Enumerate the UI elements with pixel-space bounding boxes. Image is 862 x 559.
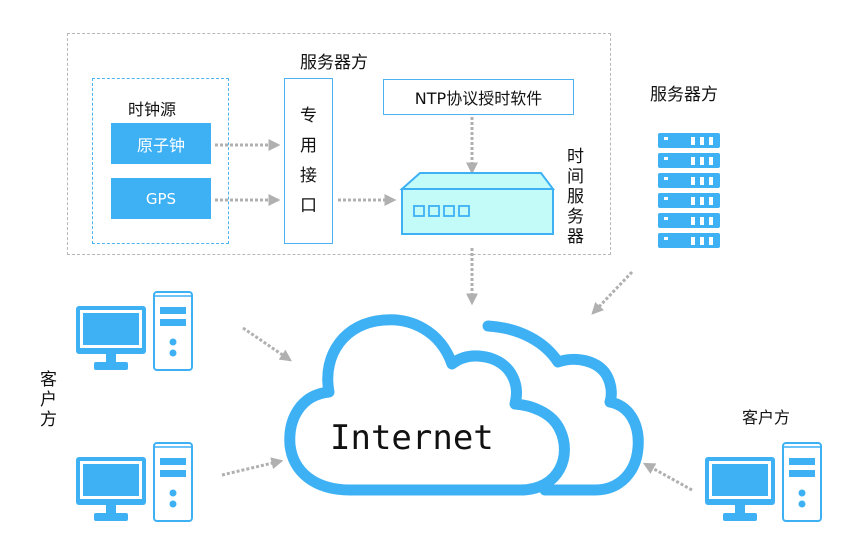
clock-source-zone (92, 78, 229, 244)
iface-char: 口 (300, 196, 317, 216)
rack-unit (658, 173, 720, 188)
rack-unit (658, 193, 720, 208)
iface-char: 专 (300, 106, 317, 126)
internet-label: Internet (330, 418, 494, 458)
arrow-remote-server-to-internet (591, 270, 634, 315)
right-client-label: 客户方 (742, 408, 791, 427)
client-char: 户 (40, 390, 57, 410)
ts-char: 器 (567, 227, 584, 247)
arrow-client1-to-internet (242, 326, 292, 362)
client-char: 客 (40, 370, 57, 390)
left-clients-label: 客 户 方 (40, 370, 57, 430)
atomic-clock-label: 原子钟 (136, 135, 185, 155)
ntp-software-label: NTP协议授时软件 (414, 89, 543, 108)
server-side-title: 服务器方 (300, 53, 368, 73)
client-computer-bottom-left (76, 442, 193, 522)
gps-box: GPS (111, 178, 211, 219)
dedicated-interface-box: 专 用 接 口 (284, 78, 333, 244)
time-server-label: 时 间 服 务 器 (567, 147, 584, 247)
iface-char: 用 (300, 136, 317, 156)
server-side-zone (67, 33, 611, 255)
ntp-software-box: NTP协议授时软件 (383, 79, 574, 115)
internet-cloud-icon (284, 314, 644, 496)
arrow-client2-to-internet (221, 457, 284, 477)
client-char: 方 (40, 410, 57, 430)
ts-char: 时 (567, 147, 584, 167)
rack-unit (658, 213, 720, 228)
rack-unit (658, 153, 720, 168)
port-icons (413, 205, 470, 217)
rack-unit (658, 233, 720, 248)
ts-char: 服 (567, 187, 584, 207)
clock-source-title: 时钟源 (128, 100, 177, 119)
ts-char: 务 (567, 207, 584, 227)
arrow-client3-to-internet (642, 462, 693, 492)
time-server-device (399, 172, 555, 235)
rack-unit (658, 133, 720, 148)
gps-label: GPS (145, 189, 177, 208)
client-computer-top-left (76, 291, 193, 371)
atomic-clock-box: 原子钟 (111, 123, 211, 164)
remote-server-label: 服务器方 (650, 85, 718, 105)
ts-char: 间 (567, 167, 584, 187)
iface-char: 接 (300, 166, 317, 186)
client-computer-right (705, 442, 822, 522)
server-rack-icon (658, 133, 720, 248)
